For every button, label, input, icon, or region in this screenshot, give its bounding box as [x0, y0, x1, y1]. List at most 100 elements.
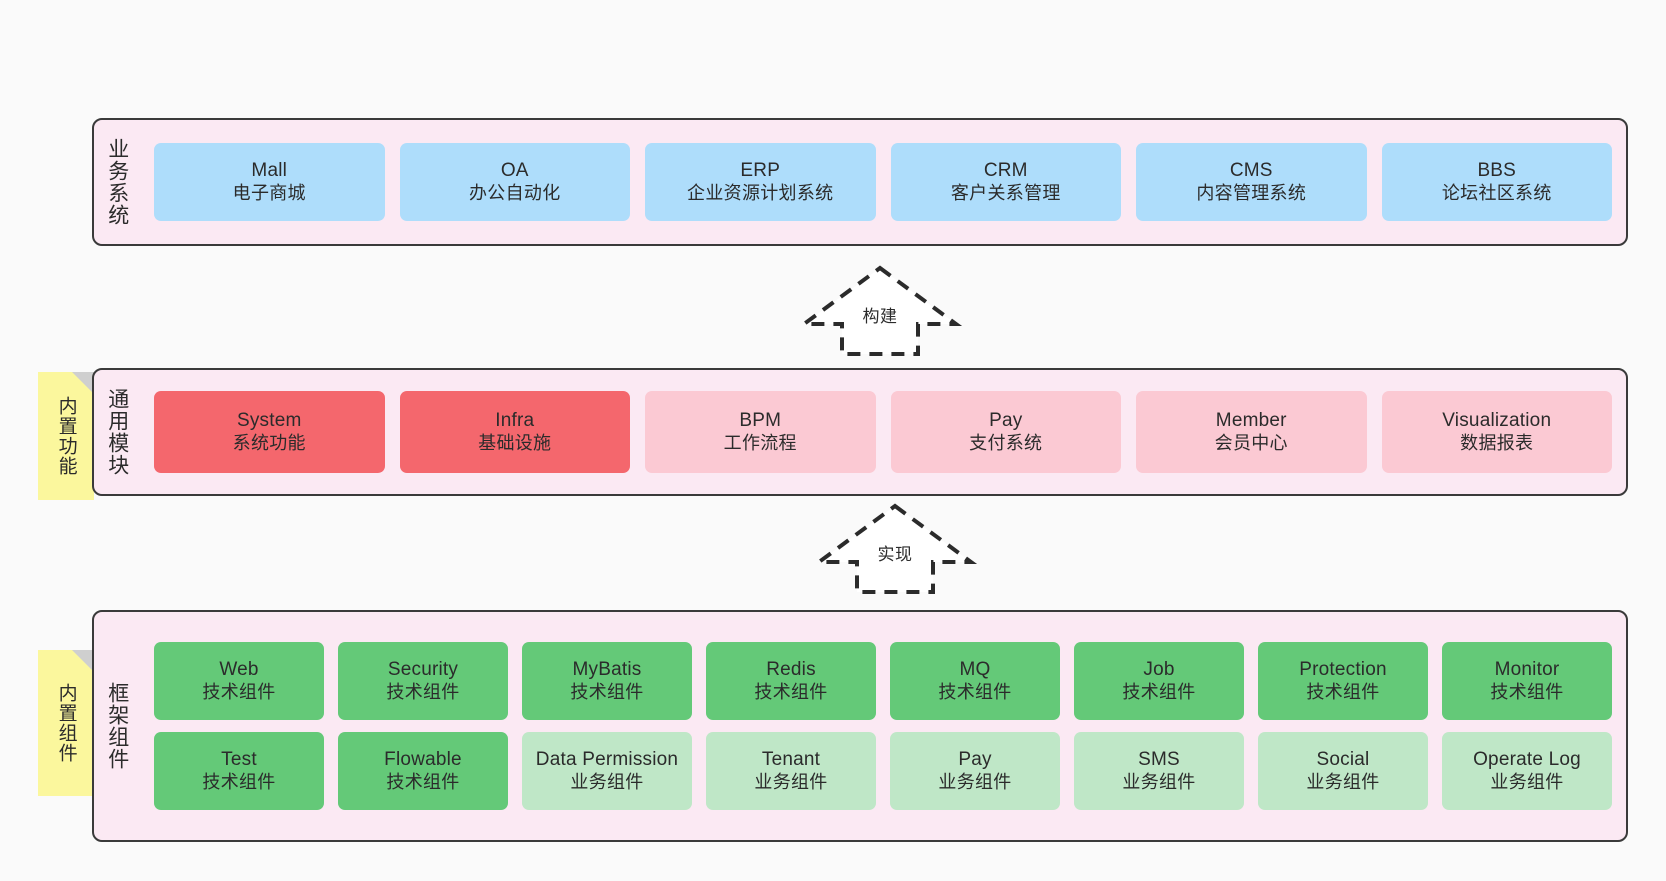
arrow-build-icon	[797, 265, 963, 356]
node-infra-cn: 基础设施	[478, 432, 552, 453]
arrow-build: 构建	[795, 262, 965, 358]
node-security[interactable]: Security 技术组件	[338, 642, 508, 720]
node-crm-cn: 客户关系管理	[950, 182, 1061, 203]
node-member-en: Member	[1215, 409, 1287, 431]
node-web[interactable]: Web 技术组件	[154, 642, 324, 720]
arrow-implement: 实现	[810, 500, 980, 596]
node-flowable-en: Flowable	[384, 748, 462, 770]
layer-body-common-module: System 系统功能 Infra 基础设施 BPM 工作流程 Pay 支付系统…	[140, 370, 1626, 494]
node-monitor-en: Monitor	[1494, 658, 1560, 680]
note-builtin-component: 内置组件	[38, 650, 94, 796]
node-cms-en: CMS	[1229, 159, 1273, 181]
node-oa[interactable]: OA 办公自动化	[399, 143, 630, 221]
node-job[interactable]: Job 技术组件	[1074, 642, 1244, 720]
node-mybatis[interactable]: MyBatis 技术组件	[522, 642, 692, 720]
node-test[interactable]: Test 技术组件	[154, 732, 324, 810]
node-infra[interactable]: Infra 基础设施	[399, 391, 630, 473]
node-bpm-cn: 工作流程	[723, 432, 797, 453]
layer-title-business-system: 业务系统	[105, 138, 129, 226]
node-mq[interactable]: MQ 技术组件	[890, 642, 1060, 720]
node-flowable[interactable]: Flowable 技术组件	[338, 732, 508, 810]
node-pay-module[interactable]: Pay 支付系统	[890, 391, 1121, 473]
node-operate-log-en: Operate Log	[1473, 748, 1581, 770]
note-builtin-function: 内置功能	[38, 372, 94, 500]
node-oa-cn: 办公自动化	[469, 182, 561, 203]
node-data-permission-cn: 业务组件	[570, 771, 644, 792]
node-social-en: Social	[1316, 748, 1370, 770]
node-crm-en: CRM	[983, 159, 1028, 181]
node-job-en: Job	[1143, 658, 1175, 680]
node-visualization-cn: 数据报表	[1460, 432, 1534, 453]
layer-business-system: 业务系统 Mall 电子商城 OA 办公自动化 ERP 企业资源计划系统 CRM…	[92, 118, 1628, 246]
arrow-implement-icon	[812, 503, 978, 594]
node-web-en: Web	[219, 658, 259, 680]
node-pay-component[interactable]: Pay 业务组件	[890, 732, 1060, 810]
node-job-cn: 技术组件	[1122, 681, 1196, 702]
node-system[interactable]: System 系统功能	[154, 391, 385, 473]
node-sms-en: SMS	[1138, 748, 1180, 770]
node-mall-cn: 电子商城	[232, 182, 306, 203]
node-bpm[interactable]: BPM 工作流程	[645, 391, 876, 473]
node-bpm-en: BPM	[739, 409, 782, 431]
node-pay-component-cn: 业务组件	[938, 771, 1012, 792]
layer-title-framework-component: 框架组件	[105, 682, 129, 770]
node-mybatis-en: MyBatis	[572, 658, 642, 680]
node-erp[interactable]: ERP 企业资源计划系统	[645, 143, 876, 221]
note-fold-icon	[72, 372, 94, 394]
node-visualization-en: Visualization	[1442, 409, 1552, 431]
layer-body-business-system: Mall 电子商城 OA 办公自动化 ERP 企业资源计划系统 CRM 客户关系…	[140, 120, 1626, 244]
node-redis[interactable]: Redis 技术组件	[706, 642, 876, 720]
node-protection-cn: 技术组件	[1306, 681, 1380, 702]
node-monitor-cn: 技术组件	[1490, 681, 1564, 702]
note-builtin-component-label: 内置组件	[55, 683, 77, 763]
node-erp-en: ERP	[740, 159, 781, 181]
node-data-permission[interactable]: Data Permission 业务组件	[522, 732, 692, 810]
framework-row-tech: Web 技术组件 Security 技术组件 MyBatis 技术组件 Redi…	[154, 642, 1612, 720]
node-sms[interactable]: SMS 业务组件	[1074, 732, 1244, 810]
node-mq-en: MQ	[959, 658, 991, 680]
layer-body-framework-component: Web 技术组件 Security 技术组件 MyBatis 技术组件 Redi…	[140, 612, 1626, 840]
node-social[interactable]: Social 业务组件	[1258, 732, 1428, 810]
node-bbs[interactable]: BBS 论坛社区系统	[1381, 143, 1612, 221]
node-protection[interactable]: Protection 技术组件	[1258, 642, 1428, 720]
node-sms-cn: 业务组件	[1122, 771, 1196, 792]
node-monitor[interactable]: Monitor 技术组件	[1442, 642, 1612, 720]
node-redis-cn: 技术组件	[754, 681, 828, 702]
framework-row-business: Test 技术组件 Flowable 技术组件 Data Permission …	[154, 732, 1612, 810]
node-test-en: Test	[221, 748, 257, 770]
node-bbs-en: BBS	[1477, 159, 1517, 181]
node-tenant[interactable]: Tenant 业务组件	[706, 732, 876, 810]
node-crm[interactable]: CRM 客户关系管理	[890, 143, 1121, 221]
node-redis-en: Redis	[766, 658, 816, 680]
node-pay-component-en: Pay	[958, 748, 992, 770]
node-security-en: Security	[387, 658, 459, 680]
node-flowable-cn: 技术组件	[386, 771, 460, 792]
node-erp-cn: 企业资源计划系统	[687, 182, 834, 203]
node-cms[interactable]: CMS 内容管理系统	[1136, 143, 1367, 221]
node-test-cn: 技术组件	[202, 771, 276, 792]
node-mq-cn: 技术组件	[938, 681, 1012, 702]
layer-common-module: 通用模块 System 系统功能 Infra 基础设施 BPM 工作流程 Pay…	[92, 368, 1628, 496]
layer-title-common-module: 通用模块	[105, 388, 129, 476]
node-system-en: System	[236, 409, 302, 431]
node-mall[interactable]: Mall 电子商城	[154, 143, 385, 221]
node-mybatis-cn: 技术组件	[570, 681, 644, 702]
note-builtin-function-label: 内置功能	[55, 396, 77, 476]
node-mall-en: Mall	[251, 159, 288, 181]
note-fold-icon	[72, 650, 94, 672]
node-data-permission-en: Data Permission	[535, 748, 679, 770]
node-operate-log[interactable]: Operate Log 业务组件	[1442, 732, 1612, 810]
node-oa-en: OA	[500, 159, 529, 181]
node-member[interactable]: Member 会员中心	[1136, 391, 1367, 473]
node-visualization[interactable]: Visualization 数据报表	[1381, 391, 1612, 473]
node-infra-en: Infra	[495, 409, 535, 431]
node-web-cn: 技术组件	[202, 681, 276, 702]
node-operate-log-cn: 业务组件	[1490, 771, 1564, 792]
node-social-cn: 业务组件	[1306, 771, 1380, 792]
node-tenant-cn: 业务组件	[754, 771, 828, 792]
node-system-cn: 系统功能	[232, 432, 306, 453]
node-bbs-cn: 论坛社区系统	[1441, 182, 1552, 203]
node-security-cn: 技术组件	[386, 681, 460, 702]
arrow-build-label: 构建	[862, 307, 898, 326]
arrow-implement-label: 实现	[877, 545, 913, 564]
